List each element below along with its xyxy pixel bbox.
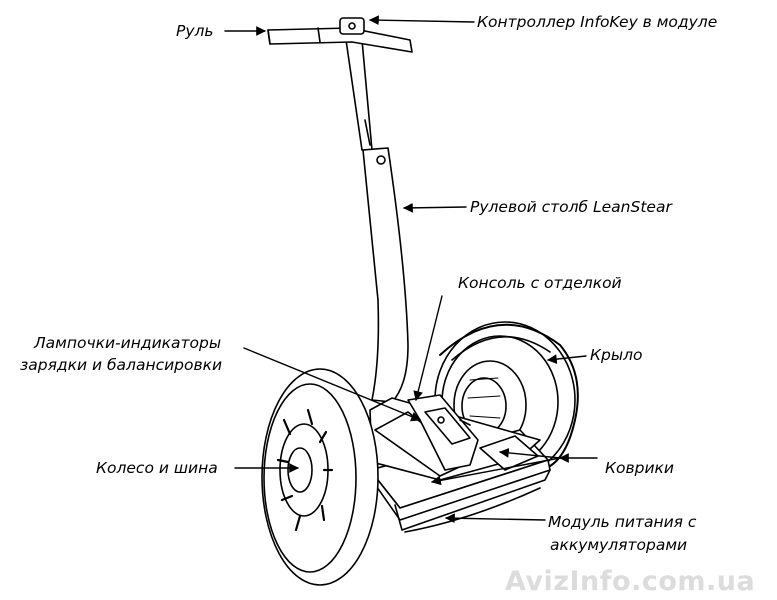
watermark: AvizInfo.com.ua — [505, 566, 756, 597]
leader-leansteer — [403, 202, 467, 213]
label-indicators-line2: зарядки и балансировки — [20, 356, 223, 374]
label-mats: Коврики — [605, 459, 674, 477]
label-handlebar: Руль — [176, 22, 214, 40]
leader-fender — [547, 354, 587, 364]
label-infokey: Контроллер InfoKey в модуле — [477, 13, 718, 31]
leader-indicators — [243, 347, 421, 422]
steering-column — [345, 39, 409, 403]
leader-mats-right — [499, 448, 561, 459]
leader-power — [445, 513, 546, 524]
fender — [439, 323, 579, 471]
label-power-line2: аккумуляторами — [550, 536, 688, 554]
label-wheel: Колесо и шина — [96, 459, 218, 477]
leader-infokey — [369, 15, 475, 26]
label-indicators-line1: Лампочки-индикаторы — [34, 334, 222, 352]
handlebar — [267, 17, 413, 53]
label-power-line1: Модуль питания с — [548, 513, 697, 531]
leader-mats-left — [431, 457, 561, 486]
leader-console — [413, 295, 443, 401]
label-leansteer: Рулевой столб LeanStear — [470, 198, 672, 216]
infokey-module — [339, 17, 365, 35]
leader-lines — [224, 15, 598, 524]
label-fender: Крыло — [590, 346, 643, 364]
label-console: Консоль с отделкой — [458, 274, 622, 292]
left-wheel — [261, 368, 379, 586]
